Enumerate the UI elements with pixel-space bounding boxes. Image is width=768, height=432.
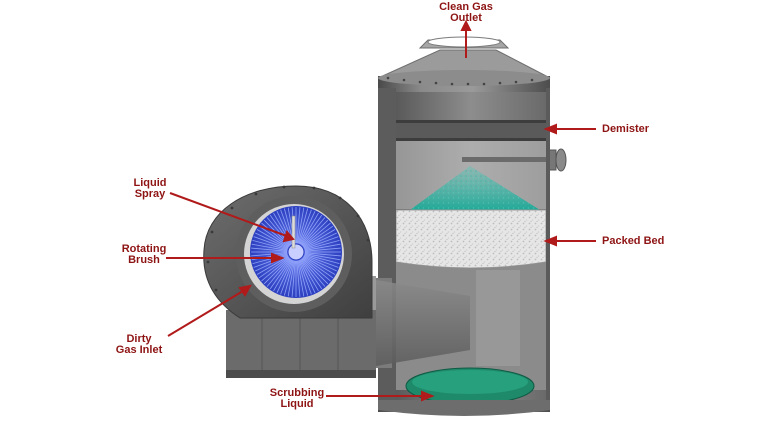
brush-bristle (283, 260, 295, 296)
brush-bristle (297, 260, 309, 296)
brush-bristle (304, 253, 341, 261)
brush-bristle (302, 258, 329, 285)
label-liquid-spray-line2: Spray (134, 188, 166, 200)
brush-bristle (300, 212, 319, 245)
brush-bristle (304, 252, 341, 257)
brush-bristle (302, 219, 329, 246)
brush-bristle (300, 214, 323, 245)
label-packed-bed-text: Packed Bed (602, 235, 665, 247)
brush-bristle (304, 247, 341, 252)
brush-bristle (304, 243, 341, 251)
brush-bristle (302, 257, 331, 282)
demister-pad (396, 122, 546, 138)
brush-bristle (256, 229, 289, 248)
label-liquid-spray: Liquid Spray (124, 178, 176, 200)
brush-bristle (299, 259, 316, 293)
brush-bristle (255, 232, 289, 249)
brush-bristle (303, 232, 337, 249)
brush-bristle (258, 225, 289, 248)
brush-bristle (276, 259, 293, 293)
brush-bristle (298, 209, 312, 244)
brush-bristle (297, 208, 309, 244)
liquid-spray-lance (291, 215, 296, 249)
packed-bed (395, 209, 547, 269)
label-liquid-spray-line1: Liquid (133, 177, 167, 189)
brush-bristle (251, 243, 288, 251)
label-demister-text: Demister (602, 123, 650, 135)
brush-bristle (304, 254, 339, 268)
label-rotating-brush-line2: Brush (128, 254, 160, 266)
fan-housing (203, 185, 376, 378)
brush-bristle (304, 253, 340, 265)
brush-bristle (303, 256, 334, 279)
brush-bristle (296, 207, 301, 244)
label-scrubbing-liquid-line1: Scrubbing (269, 387, 325, 399)
brush-bristle (287, 260, 295, 297)
brush-bristle (303, 255, 337, 272)
leader-liquid-spray (169, 192, 293, 239)
brush-bristle (261, 257, 290, 282)
label-scrubbing-liquid-line2: Liquid (280, 398, 314, 410)
spray-header-pipe (462, 157, 548, 162)
brush-bristle (303, 229, 336, 248)
brush-bristle (299, 211, 316, 245)
brush-bristle (297, 207, 305, 244)
brush-bristle (273, 259, 292, 292)
brush-bristle (303, 256, 336, 275)
rotating-brush (250, 206, 342, 298)
tower-base (378, 400, 550, 416)
brush-bristle (269, 259, 292, 290)
brush-bristle (258, 256, 289, 279)
brush-bristle (261, 222, 290, 247)
brush-bristle (298, 260, 312, 295)
brush-bristle (252, 239, 288, 251)
label-rotating-brush-line1: Rotating (121, 243, 167, 255)
fan-pedestal (226, 310, 376, 376)
brush-bristle (253, 236, 288, 250)
brush-bristle (296, 260, 301, 297)
label-dirty-gas-inlet: Dirty Gas Inlet (108, 334, 170, 356)
inner-down-pipe (476, 270, 520, 366)
label-clean-gas-outlet: Clean Gas Outlet (434, 2, 498, 24)
brush-bristle (256, 256, 289, 275)
leader-dirty-gas-inlet (167, 287, 249, 337)
brush-bristle (304, 239, 340, 251)
label-clean-gas-outlet-line2: Outlet (450, 12, 482, 24)
label-scrubbing-liquid: Scrubbing Liquid (262, 388, 332, 410)
brush-bristle (300, 259, 319, 292)
leader-lines (166, 19, 596, 402)
brush-bristle (251, 247, 288, 252)
label-demister: Demister (602, 124, 649, 135)
brush-bristle (301, 217, 326, 246)
brush-bristle (300, 259, 323, 290)
brush-bristle (301, 258, 326, 287)
label-clean-gas-outlet-line1: Clean Gas (439, 1, 493, 13)
label-rotating-brush: Rotating Brush (114, 244, 174, 266)
brush-bristle (266, 258, 291, 287)
label-packed-bed: Packed Bed (602, 236, 664, 247)
brush-bristle (302, 222, 331, 247)
brush-bristle (251, 252, 288, 257)
brush-bristle (263, 258, 290, 285)
label-dirty-gas-inlet-line2: Gas Inlet (115, 344, 163, 356)
brush-bristle (304, 236, 339, 250)
brush-bristle (303, 225, 334, 248)
brush-bristle (297, 260, 305, 297)
brush-bristle (280, 260, 294, 295)
brush-bristle (291, 260, 296, 297)
label-dirty-gas-inlet-line1: Dirty (126, 333, 152, 345)
